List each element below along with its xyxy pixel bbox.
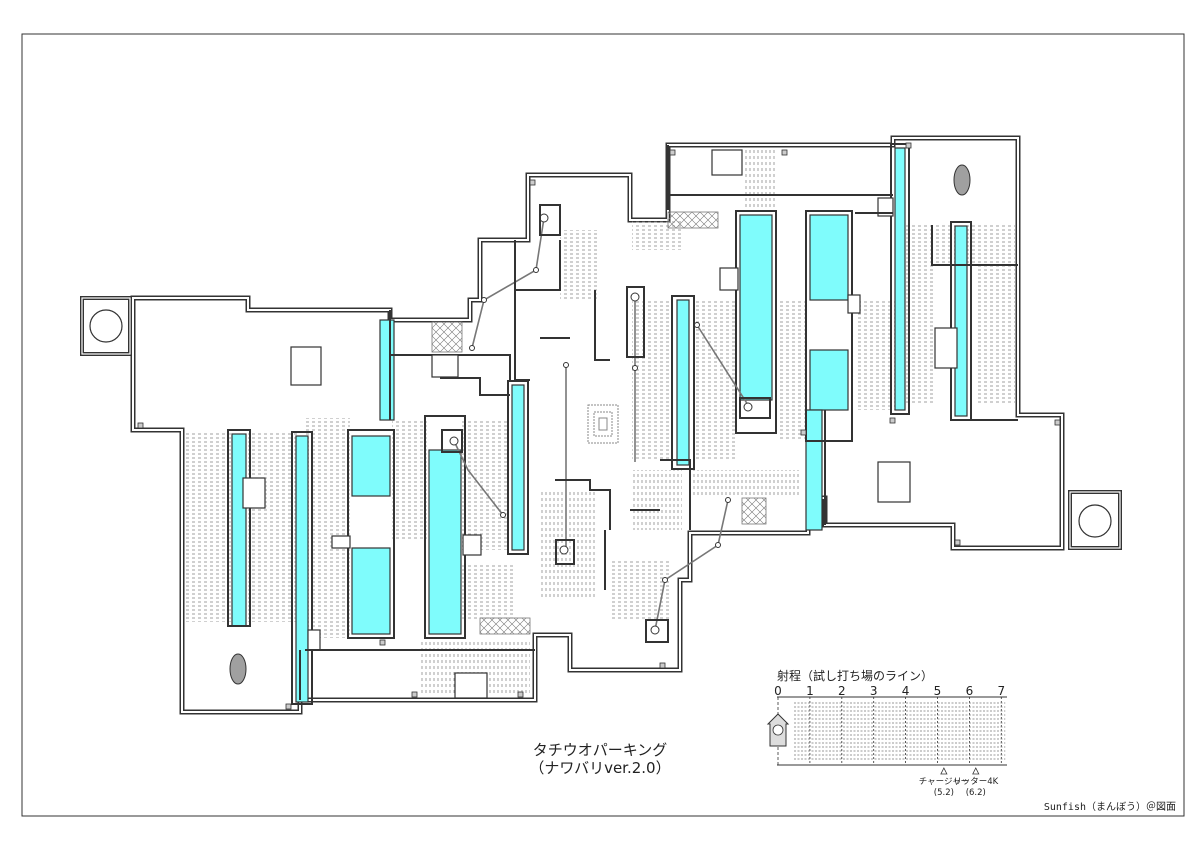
lift-paths [453, 217, 749, 631]
center-tower [587, 404, 619, 444]
map-name: タチウオパーキング [532, 741, 668, 759]
weapon-range: (5.2) [933, 788, 954, 798]
oval-pillar [229, 653, 247, 685]
spawn-circle-icon [89, 309, 123, 343]
range-tick-label: 6 [965, 684, 974, 698]
weapon-marker-icon [972, 767, 980, 775]
map-version: （ナワバリver.2.0） [529, 759, 671, 777]
range-tick-label: 5 [933, 684, 942, 698]
range-legend-heading: 射程（試し打ち場のライン） [777, 669, 934, 683]
author-credit: Sunfish（まんぼう）＠図面 [1043, 802, 1176, 813]
weapon-markers [940, 767, 980, 775]
range-tick-label: 2 [837, 684, 846, 698]
weapon-label: チャージャー(5.2) [914, 777, 974, 799]
left-spawn-box [80, 296, 132, 356]
weapon-label: リッター4K(6.2) [946, 777, 1006, 799]
lift-cages [441, 204, 771, 643]
stage-outline-inner [132, 137, 1063, 713]
range-tick-label: 0 [774, 684, 782, 698]
weapon-marker-icon [940, 767, 948, 775]
structure-lines [299, 145, 1018, 700]
weapon-name: チャージャー [918, 777, 970, 787]
spawn-circle-icon [1078, 504, 1112, 538]
range-tick-label: 1 [806, 684, 814, 698]
elevated-blocks [242, 149, 958, 699]
stage-outline [130, 135, 1065, 715]
water-channels [231, 147, 968, 703]
range-tick-label: 3 [869, 684, 878, 698]
corner-posts [137, 142, 1061, 710]
range-legend [766, 696, 1007, 775]
range-tick-label: 4 [901, 684, 910, 698]
oval-pillar [953, 164, 971, 196]
weapon-name: リッター4K [953, 777, 999, 787]
right-spawn-box [1068, 490, 1122, 550]
range-dash-lines [794, 702, 1006, 760]
weapon-range: (6.2) [965, 788, 986, 798]
sheet-border [21, 33, 1185, 817]
grates [431, 211, 767, 635]
player-marker-icon [766, 713, 790, 747]
range-tick-label: 7 [997, 684, 1006, 698]
map-title: タチウオパーキング （ナワバリver.2.0） [480, 741, 720, 777]
